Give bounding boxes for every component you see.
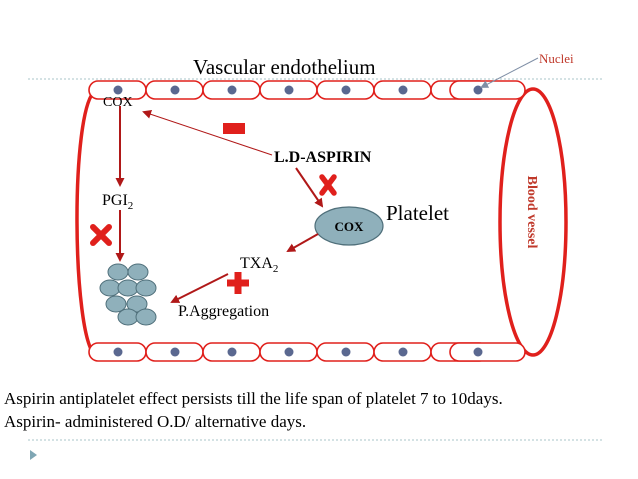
p-aggregation-label: P.Aggregation — [178, 303, 269, 320]
platelet-cox — [314, 206, 384, 246]
platelet — [107, 263, 129, 281]
bullet-icon — [30, 450, 37, 460]
platelet — [135, 279, 157, 297]
pgi2-label: PGI2 — [102, 192, 133, 212]
nucleus — [398, 347, 408, 357]
caption-line-1: Aspirin antiplatelet effect persists til… — [4, 389, 503, 408]
cox-endothelial-label: COX — [103, 95, 133, 110]
platelet — [135, 308, 157, 326]
endothelial-cell — [449, 342, 526, 362]
platelet — [127, 263, 149, 281]
bottom-endothelium — [88, 342, 526, 362]
blood-vessel-label: Blood vessel — [524, 176, 539, 249]
nucleus — [341, 85, 351, 95]
nucleus — [113, 85, 123, 95]
platelet — [117, 279, 139, 297]
aspirin-to-cox-line — [142, 109, 273, 156]
nucleus — [227, 85, 237, 95]
platelet — [126, 295, 148, 313]
txa2-label: TXA2 — [240, 255, 278, 275]
platelet — [99, 279, 121, 297]
minus-icon — [223, 123, 245, 134]
vascular-endothelium-label: Vascular endothelium — [193, 55, 376, 79]
platelet-cox-label: COX — [335, 219, 365, 234]
platelet — [117, 308, 139, 326]
nucleus — [227, 347, 237, 357]
nucleus — [113, 347, 123, 357]
nucleus — [284, 85, 294, 95]
ld-aspirin-label: L.D-ASPIRIN — [274, 149, 372, 166]
nucleus — [170, 347, 180, 357]
nucleus — [473, 347, 483, 357]
caption-line-2: Aspirin- administered O.D/ alternative d… — [4, 412, 307, 431]
platelet-cluster — [99, 263, 157, 326]
nuclei-pointer — [480, 57, 539, 88]
nucleus — [398, 85, 408, 95]
platelet — [105, 295, 127, 313]
x-mark-icon — [90, 224, 112, 246]
plus-icon — [227, 272, 249, 294]
nucleus — [341, 347, 351, 357]
txa2-to-aggregation-arrow — [170, 273, 229, 303]
cox-to-txa2-arrow — [286, 233, 319, 252]
x-mark-icon — [319, 174, 337, 196]
nucleus — [473, 85, 483, 95]
aspirin-to-platelet-cox-arrow — [295, 167, 324, 208]
nucleus — [284, 347, 294, 357]
nucleus — [170, 85, 180, 95]
platelet-label: Platelet — [386, 201, 449, 225]
nuclei-label: Nuclei — [539, 51, 574, 66]
blood-vessel-outline — [75, 87, 568, 357]
top-endothelium — [88, 80, 526, 100]
